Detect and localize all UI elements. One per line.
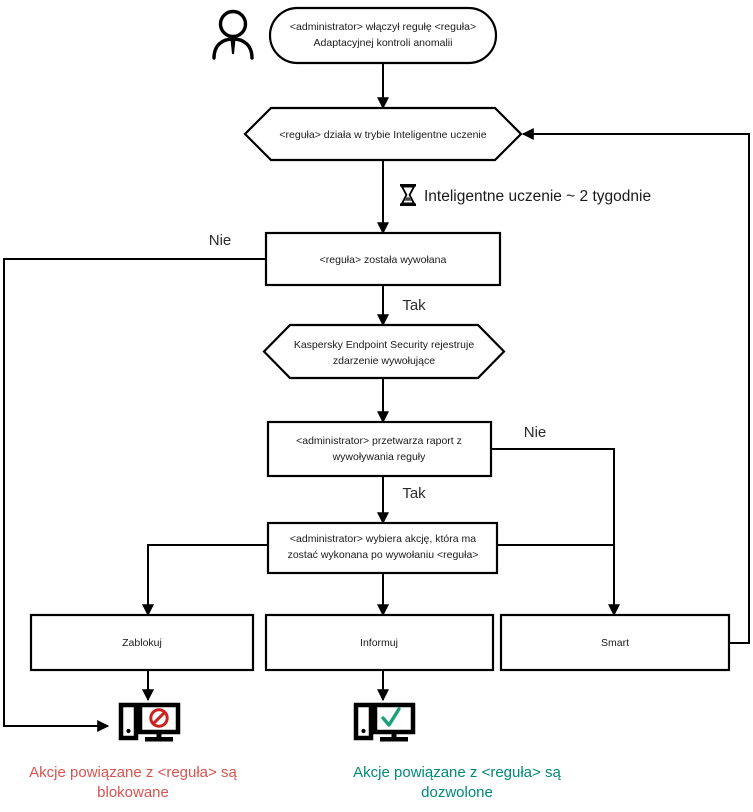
edge-action-to-smart — [497, 544, 615, 615]
node-rule-triggered: <reguła> została wywołana — [264, 231, 502, 287]
edge-label-yes-triggered: Tak — [402, 297, 426, 314]
edge-label-yes-report: Tak — [402, 485, 426, 502]
monitor-blocked-icon — [118, 702, 181, 742]
node-admin-action-line1: <administrator> wybiera akcję, która ma — [290, 533, 476, 545]
node-action-block-label: Zablokuj — [122, 637, 162, 649]
learning-note-text: Inteligentne uczenie ~ 2 tygodnie — [424, 188, 651, 205]
node-action-inform: Informuj — [264, 613, 495, 672]
node-admin-report: <administrator> przetwarza raport z wywo… — [266, 420, 493, 478]
node-action-smart: Smart — [499, 613, 731, 672]
edge-label-no-report: Nie — [524, 424, 547, 441]
node-kes-logs-line1: Kaspersky Endpoint Security rejestruje — [294, 339, 474, 351]
node-smart-mode: <reguła> działa w trybie Inteligentne uc… — [243, 106, 523, 162]
node-action-inform-label: Informuj — [360, 637, 398, 649]
node-admin-report-line1: <administrator> przetwarza raport z — [296, 435, 462, 447]
monitor-allowed-icon — [353, 702, 416, 742]
learning-note: Inteligentne uczenie ~ 2 tygodnie — [400, 184, 651, 206]
edge-no-admin-report — [491, 448, 620, 617]
edge-smart-loopback — [521, 128, 750, 644]
node-kes-logs: Kaspersky Endpoint Security rejestruje z… — [262, 323, 506, 380]
node-action-block: Zablokuj — [29, 613, 255, 672]
person-icon — [212, 9, 254, 60]
edge-label-no-triggered: Nie — [209, 232, 232, 249]
node-admin-report-line2: wywoływania reguły — [332, 451, 427, 463]
edge-no-rule-triggered — [3, 258, 266, 732]
outcome-blocked-line1: Akcje powiązane z <reguła> są — [29, 764, 237, 781]
node-start-line1: <administrator> włączył regułę <reguła> — [290, 21, 476, 33]
outcome-allowed-line1: Akcje powiązane z <reguła> są — [353, 764, 561, 781]
outcome-blocked-line2: blokowane — [97, 784, 169, 801]
node-admin-action: <administrator> wybiera akcję, która ma … — [266, 521, 499, 575]
node-smart-mode-label: <reguła> działa w trybie Inteligentne uc… — [279, 129, 486, 141]
node-admin-action-line2: zostać wykonana po wywołaniu <reguła> — [288, 549, 479, 561]
node-action-smart-label: Smart — [601, 637, 629, 649]
outcome-blocked-text: Akcje powiązane z <reguła> są blokowane — [29, 764, 237, 801]
hourglass-icon — [400, 184, 416, 206]
outcome-allowed-text: Akcje powiązane z <reguła> są dozwolone — [353, 764, 561, 801]
node-start: <administrator> włączył regułę <reguła> … — [268, 6, 498, 65]
edge-action-to-zablokuj — [142, 544, 268, 617]
node-start-line2: Adaptacyjnej kontroli anomalii — [314, 37, 453, 49]
node-rule-triggered-label: <reguła> została wywołana — [320, 254, 447, 266]
node-kes-logs-line2: zdarzenie wywołujące — [333, 355, 435, 367]
outcome-allowed-line2: dozwolone — [421, 784, 493, 801]
